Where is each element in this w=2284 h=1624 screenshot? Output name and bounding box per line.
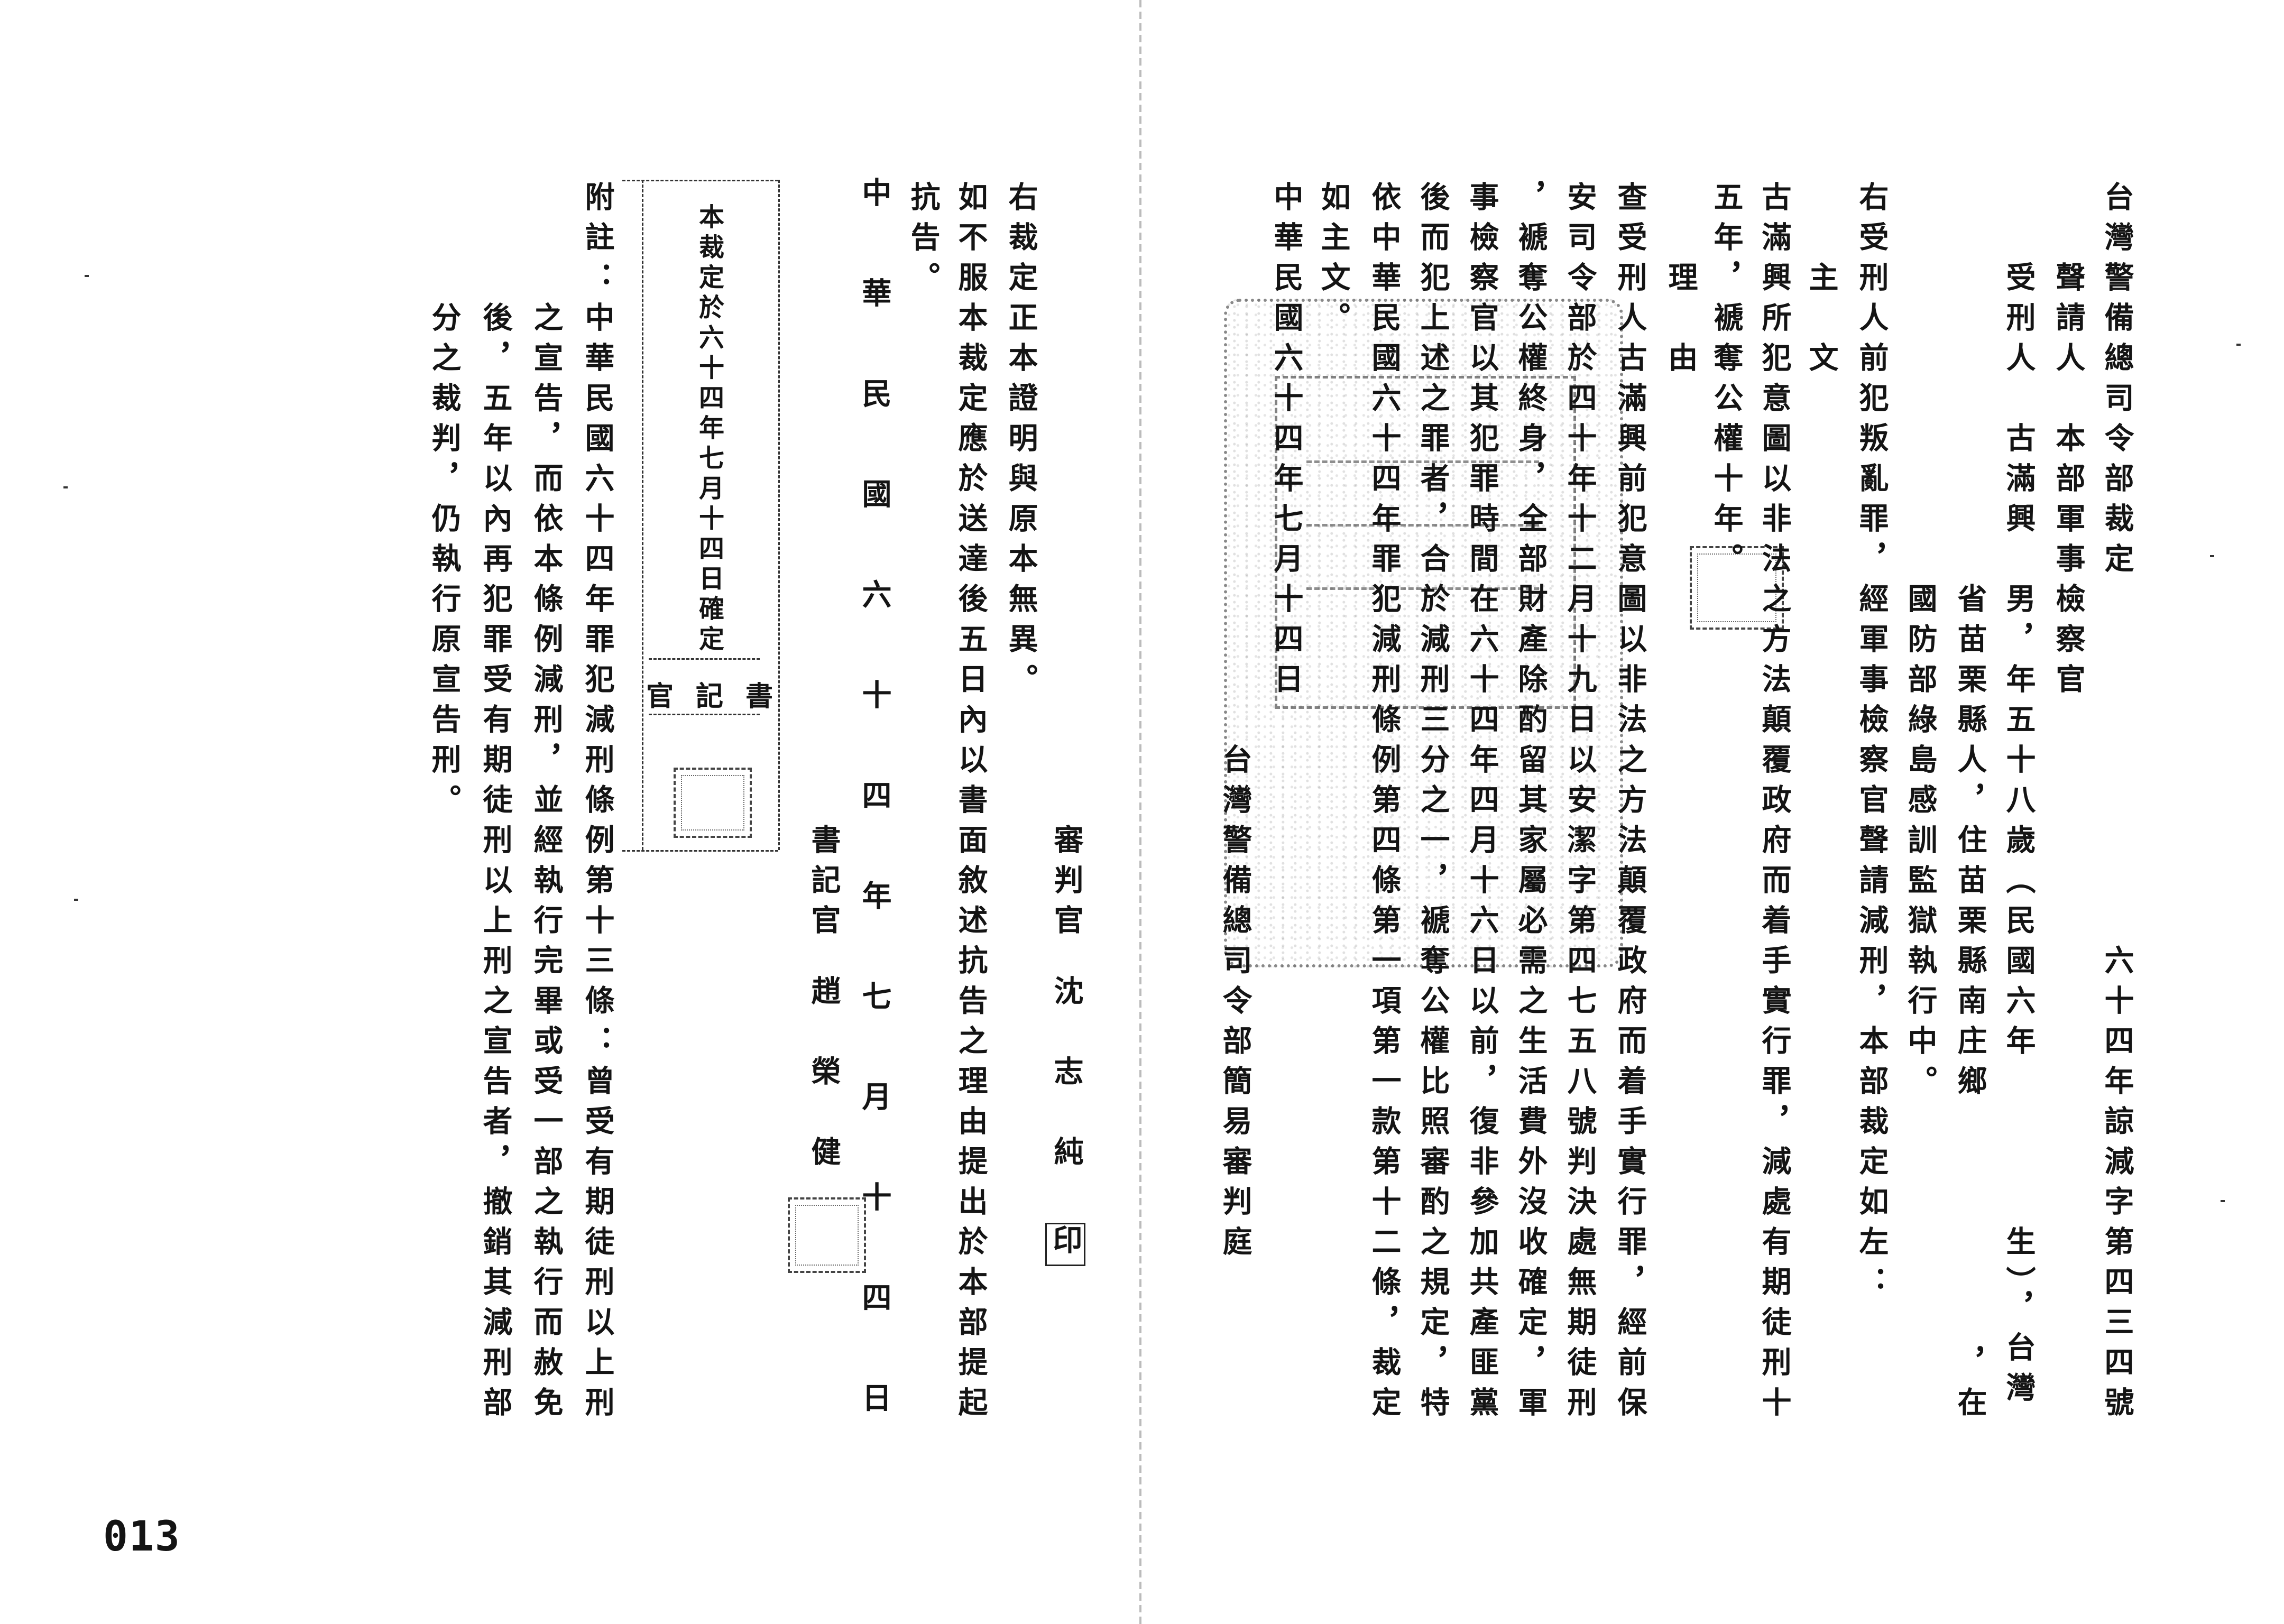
scan-speck [2236, 344, 2241, 346]
reasons-text-line: 後而犯上述之罪者，合於減刑三分之一，褫奪公權比照審酌之規定，特 [1415, 181, 1450, 1427]
preamble-line: 右受刑人前犯叛亂罪，經軍事檢察官聲請減刑，本部裁定如左： [1854, 181, 1889, 1306]
certification-line: 右裁定正本證明與原本無異。 [1003, 181, 1038, 704]
reasons-text-line: 安司令部於四十年十二月十九日以安潔字第四七五八號判決處無期徒刑 [1562, 181, 1597, 1427]
reasons-text-line: 依中華民國六十四年罪犯減刑條例第四條第一項第一款第十二條，裁定 [1367, 181, 1402, 1427]
annotation-line: 分之裁判，仍執行原宣告刑。 [427, 181, 462, 824]
scan-speck [2210, 555, 2214, 557]
finality-seal [674, 768, 752, 838]
reasons-text-line: ，褫奪公權終身，全部財產除酌留其家屬必需之生活費外沒收確定，軍 [1513, 181, 1548, 1427]
ruling-heading: 主 文 [1804, 181, 1839, 382]
case-number: 六十四年諒減字第四三四號 [2099, 945, 2134, 1427]
finality-clerk-label: 書 記 官 [646, 674, 773, 714]
scan-speck [63, 486, 68, 488]
court-name: 台灣警備總司令部簡易審判庭 [1218, 744, 1252, 1266]
clerk-char: 書 [745, 680, 773, 713]
stamp-line [1306, 587, 1539, 590]
ruling-date: 中華民國六十四年七月十四日 [1269, 181, 1304, 704]
document-title: 台灣警備總司令部裁定 [2099, 181, 2134, 583]
clerk-name: 趙榮健 [806, 975, 841, 1216]
reasons-text-line: 如主文。 [1316, 181, 1351, 342]
judge-seal-text: 印 [1045, 1223, 1085, 1266]
page-fold [1139, 0, 1141, 1624]
scan-speck [2221, 1200, 2225, 1202]
finality-note: 本裁定於六十四年七月十四日確定 [694, 204, 724, 656]
defendant-origin-line: 省苗栗縣人，住苗栗縣南庄鄉 ，在 [1953, 181, 1987, 1427]
stamp-frame [1275, 376, 1576, 709]
official-stamp [1224, 299, 1623, 967]
reasons-heading: 理 由 [1663, 181, 1698, 382]
stamp-line [1306, 460, 1539, 463]
reasons-text-line: 事檢察官以其犯罪時間在六十四年四月十六日以前，復非參加共產匪黨 [1465, 181, 1499, 1427]
judge-label: 審判官 [1049, 824, 1084, 945]
appeal-notice-end: 抗告。 [906, 181, 941, 302]
page-number: 013 [103, 1513, 181, 1561]
annotation-line: 之宣告，而依本條例減刑，並經執行完畢或受一部之執行而赦免 [529, 181, 564, 1427]
annotation-line: 附註：中華民國六十四年罪犯減刑條例第十三條：曾受有期徒刑以上刑 [580, 181, 615, 1427]
appeal-notice-line: 如不服本裁定應於送達後五日內以書面敘述抗告之理由提出於本部提起 [953, 181, 988, 1427]
clerk-char: 官 [646, 680, 674, 713]
scan-speck [74, 899, 78, 901]
scan-speck [85, 275, 89, 277]
clerk-label: 書記官 [806, 824, 841, 945]
annotation-line: 後，五年以內再犯罪受有期徒刑以上刑之宣告者，撤銷其減刑部 [478, 181, 513, 1427]
finality-note-box [622, 180, 780, 852]
defendant-line: 受刑人 古滿興 男，年五十八歲（民國六年 生），台灣 [2001, 181, 2036, 1412]
stamp-line [1306, 524, 1539, 527]
certification-date: 中華民國六十四年七月十四日 [857, 177, 892, 1483]
ruling-text-line: 古滿興所犯意圖以非法之方法顛覆政府而着手實行罪，減處有期徒刑十 [1757, 181, 1792, 1427]
judge-seal: 印 [1045, 1223, 1085, 1266]
applicant-line: 聲請人 本部軍事檢察官 [2051, 181, 2086, 704]
ruling-text-line: 五年，褫奪公權十年。 [1709, 181, 1744, 583]
clerk-seal [788, 1197, 866, 1273]
reasons-text-line: 查受刑人古滿興前犯意圖以非法之方法顛覆政府而着手實行罪，經前保 [1613, 181, 1647, 1427]
clerk-char: 記 [696, 680, 724, 713]
small-seal [1690, 546, 1784, 630]
judge-name: 沈志純 [1049, 975, 1084, 1216]
defendant-location-line: 國防部綠島感訓監獄執行中。 [1903, 181, 1938, 1105]
